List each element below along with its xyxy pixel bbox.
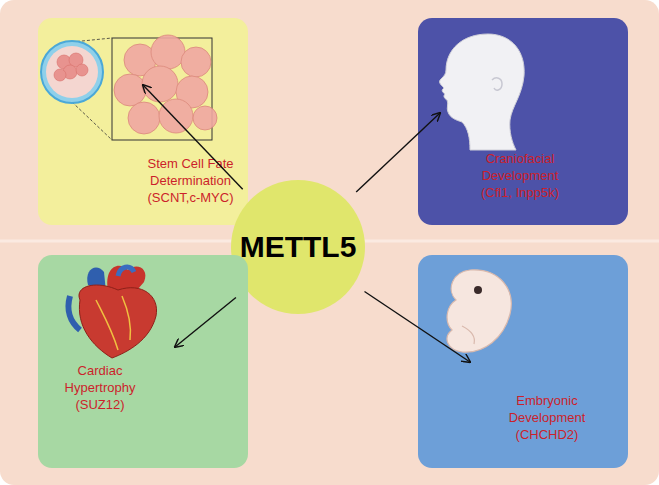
heart-illustration bbox=[68, 266, 156, 358]
text-group: Cardiac Hypertrophy(SUZ12) bbox=[50, 362, 150, 413]
gene-list: (SUZ12) bbox=[50, 396, 150, 413]
gene-list: (CHCHD2) bbox=[497, 426, 597, 443]
topic-box: Embryonic Development(CHCHD2) bbox=[418, 255, 628, 468]
hub-circle: METTL5 bbox=[230, 179, 366, 315]
hub-shape bbox=[231, 180, 365, 314]
topic-box: Cardiac Hypertrophy(SUZ12) bbox=[38, 255, 248, 468]
topic-title: Cardiac Hypertrophy bbox=[50, 362, 150, 396]
gene-list: (SCNT,c-MYC) bbox=[133, 189, 248, 206]
topic-box: Stem Cell Fate Determination(SCNT,c-MYC) bbox=[38, 18, 248, 225]
text-group: Stem Cell Fate Determination(SCNT,c-MYC) bbox=[133, 155, 248, 206]
hub-label: METTL5 bbox=[240, 230, 357, 264]
stem-cell-illustration bbox=[41, 35, 217, 140]
arrow-connector bbox=[175, 297, 236, 347]
text-group: METTL5 bbox=[230, 179, 366, 315]
arrow-connector bbox=[143, 85, 243, 189]
gene-list: (Cfl1, Inpp5k) bbox=[465, 184, 575, 201]
topic-title: Craniofacial Development bbox=[465, 150, 575, 184]
arrow-connector bbox=[365, 291, 470, 362]
embryo-illustration bbox=[447, 270, 511, 352]
text-group: Embryonic Development(CHCHD2) bbox=[497, 392, 597, 443]
topic-box: Craniofacial Development(Cfl1, Inpp5k) bbox=[418, 18, 628, 225]
topic-title: Stem Cell Fate Determination bbox=[133, 155, 248, 189]
topic-title: Embryonic Development bbox=[497, 392, 597, 426]
head-illustration bbox=[440, 34, 525, 150]
arrow-connector bbox=[356, 113, 440, 192]
text-group: Craniofacial Development(Cfl1, Inpp5k) bbox=[465, 150, 575, 201]
